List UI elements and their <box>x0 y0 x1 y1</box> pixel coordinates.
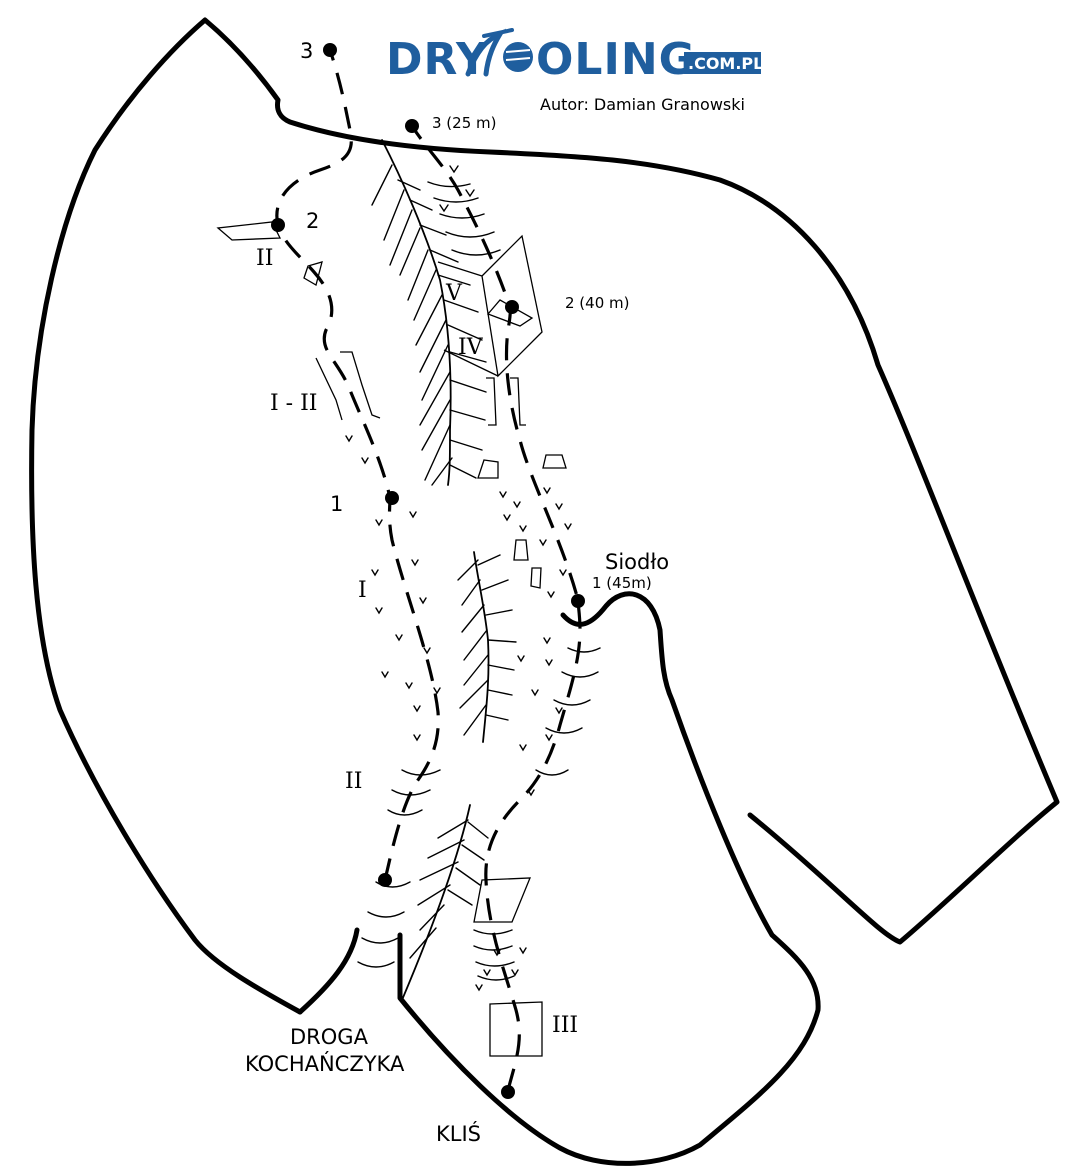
label-left-2: 2 <box>306 209 319 233</box>
belay-right-1 <box>571 594 585 608</box>
belay-right-3 <box>405 119 419 133</box>
label-left-1: 1 <box>330 492 343 516</box>
label-right-3: 3 (25 m) <box>432 114 496 132</box>
logo-domain-badge <box>684 52 761 74</box>
belay-left-2 <box>271 218 285 232</box>
rock-outline <box>29 17 1060 1015</box>
grade-center-v: V <box>445 281 463 306</box>
drytooling-logo: DRY OLING .COM.PL <box>386 28 763 85</box>
route-left <box>275 49 440 881</box>
grade-center-iv: IV <box>458 335 484 360</box>
logo-brand-left: DRY <box>386 34 489 85</box>
belay-right-start <box>501 1085 515 1099</box>
rock-outline-right-lower <box>397 591 821 1166</box>
grade-bottom-iii: III <box>552 1013 578 1038</box>
belay-left-3 <box>323 43 337 57</box>
belay-left-1 <box>385 491 399 505</box>
logo-ice-axe-icon <box>465 28 533 77</box>
grade-left-upper: I - II <box>270 391 318 416</box>
logo-domain: .COM.PL <box>688 54 763 73</box>
belay-left-start <box>378 873 392 887</box>
crack-lower <box>401 804 489 1001</box>
label-route-name-line2: KOCHAŃCZYKA <box>245 1051 405 1076</box>
grade-left-lower: II <box>345 769 362 794</box>
terrain-marks <box>345 165 601 992</box>
rock-outline-left-lower <box>297 927 360 1015</box>
label-saddle: Siodło <box>605 550 669 574</box>
grade-left-top: II <box>256 246 273 271</box>
label-right-2: 2 (40 m) <box>565 294 629 312</box>
author-credit: Autor: Damian Granowski <box>540 95 745 114</box>
rock-features <box>216 221 567 1057</box>
logo-brand-right: OLING <box>536 34 696 85</box>
crack-upper <box>371 139 487 486</box>
belay-right-2 <box>505 300 519 314</box>
label-route-name-line1: DROGA <box>290 1025 369 1049</box>
label-start: KLIŚ <box>436 1121 481 1146</box>
crack-middle <box>457 551 517 743</box>
label-left-3: 3 <box>300 39 313 63</box>
belay-points <box>271 43 585 1099</box>
grade-left-middle: I <box>358 578 367 603</box>
label-right-1: 1 (45m) <box>592 574 652 592</box>
